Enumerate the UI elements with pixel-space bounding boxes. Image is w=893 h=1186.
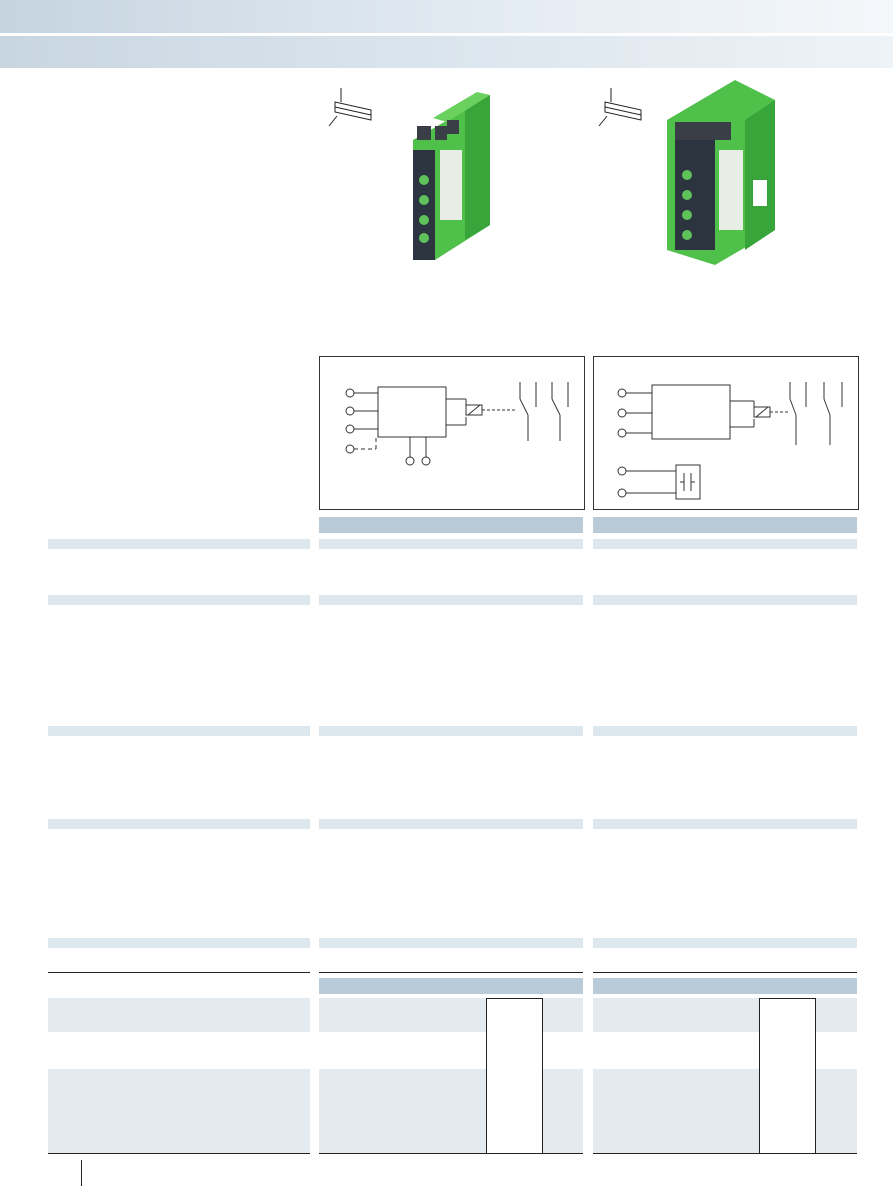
section-band bbox=[48, 726, 310, 736]
section-band bbox=[319, 539, 583, 549]
table-row bbox=[593, 998, 857, 1032]
section-band bbox=[593, 595, 857, 605]
section-band bbox=[319, 938, 583, 948]
order-header-2 bbox=[593, 978, 857, 994]
relay-module-image bbox=[667, 80, 775, 265]
section-band bbox=[593, 819, 857, 829]
column-header-1 bbox=[319, 517, 583, 533]
section-band bbox=[593, 938, 857, 948]
circuit-diagram-1 bbox=[319, 356, 585, 510]
din-rail-icon bbox=[598, 88, 642, 127]
table-row bbox=[48, 1069, 310, 1153]
divider bbox=[48, 1153, 310, 1154]
table-row bbox=[319, 1069, 583, 1153]
circuit-diagram bbox=[345, 382, 569, 466]
section-band bbox=[48, 819, 310, 829]
page-header-bar bbox=[0, 0, 893, 33]
product-image-2 bbox=[598, 80, 775, 265]
table-row bbox=[48, 998, 310, 1032]
din-rail-icon bbox=[328, 88, 372, 127]
relay-module-image bbox=[413, 92, 490, 260]
divider bbox=[593, 972, 857, 973]
divider bbox=[593, 1153, 857, 1154]
order-header-1 bbox=[319, 978, 583, 994]
footer-marker bbox=[81, 1160, 82, 1186]
divider bbox=[319, 972, 583, 973]
column-header-2 bbox=[593, 517, 857, 533]
table-row bbox=[593, 1069, 857, 1153]
section-band bbox=[593, 539, 857, 549]
order-column-box bbox=[759, 998, 816, 1153]
page-subheader-bar bbox=[0, 36, 893, 68]
divider bbox=[48, 972, 310, 973]
section-band bbox=[593, 726, 857, 736]
order-column-box bbox=[486, 998, 543, 1153]
circuit-diagram bbox=[617, 382, 843, 500]
table-row bbox=[319, 998, 583, 1032]
divider bbox=[319, 1153, 583, 1154]
section-band bbox=[48, 539, 310, 549]
section-band bbox=[319, 819, 583, 829]
section-band bbox=[48, 595, 310, 605]
section-band bbox=[48, 938, 310, 948]
section-band bbox=[319, 726, 583, 736]
circuit-diagram-2 bbox=[593, 356, 859, 510]
product-image-1 bbox=[328, 88, 490, 260]
section-band bbox=[319, 595, 583, 605]
